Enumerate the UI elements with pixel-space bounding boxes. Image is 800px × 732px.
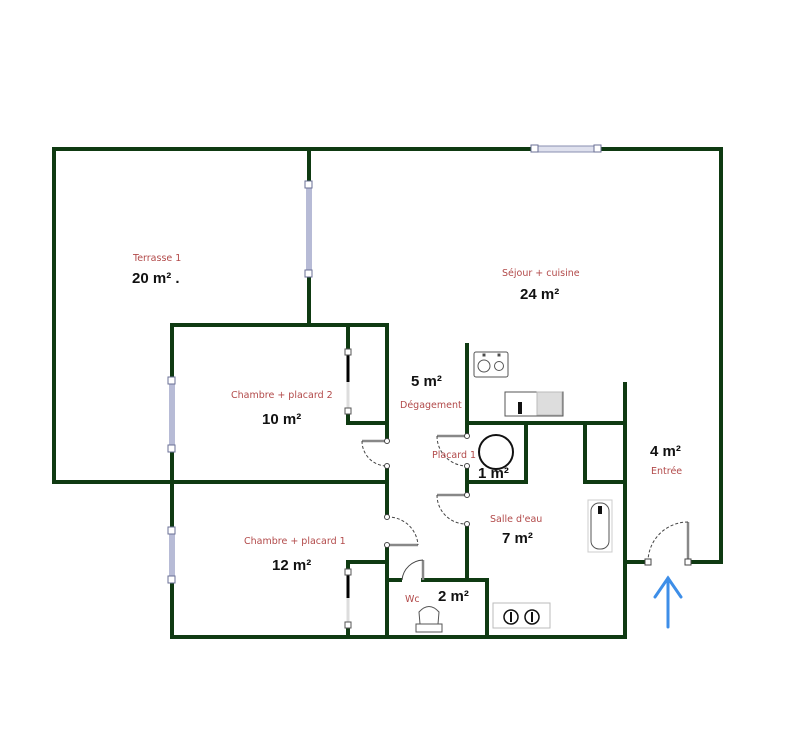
room-area-chambre1: 12 m² bbox=[272, 557, 312, 574]
room-area-terrasse: 20 m² . bbox=[132, 270, 180, 287]
toilet-icon bbox=[415, 606, 443, 633]
cooktop-icon bbox=[473, 351, 509, 378]
fixtures bbox=[415, 351, 613, 633]
room-area-chambre2: 10 m² bbox=[262, 411, 302, 428]
room-area-degagement: 5 m² bbox=[411, 373, 442, 390]
room-name-entree: Entrée bbox=[651, 466, 683, 477]
room-name-sejour: Séjour + cuisine bbox=[502, 268, 580, 279]
windows bbox=[167, 144, 602, 584]
room-name-terrasse: Terrasse 1 bbox=[133, 253, 182, 264]
room-area-wc: 2 m² bbox=[438, 588, 469, 605]
room-area-placard: 1 m² bbox=[478, 465, 509, 482]
room-name-chambre2: Chambre + placard 2 bbox=[231, 390, 333, 401]
room-name-chambre1: Chambre + placard 1 bbox=[244, 536, 346, 547]
water-heater-icon bbox=[478, 434, 514, 470]
doors bbox=[361, 433, 692, 581]
walls bbox=[52, 147, 723, 639]
entrance-arrow-icon bbox=[653, 575, 683, 629]
closet-doors bbox=[344, 348, 352, 629]
double-sink-icon bbox=[492, 602, 551, 629]
room-area-sejour: 24 m² bbox=[520, 286, 560, 303]
room-name-placard: Placard 1 bbox=[432, 450, 477, 461]
room-name-wc: Wc bbox=[405, 594, 420, 605]
room-area-entree: 4 m² bbox=[650, 443, 681, 460]
bathtub-icon bbox=[587, 499, 613, 553]
sink-icon bbox=[504, 391, 564, 417]
room-area-salle-eau: 7 m² bbox=[502, 530, 533, 547]
room-name-degagement: Dégagement bbox=[400, 400, 462, 411]
room-name-salle-eau: Salle d'eau bbox=[490, 514, 543, 525]
